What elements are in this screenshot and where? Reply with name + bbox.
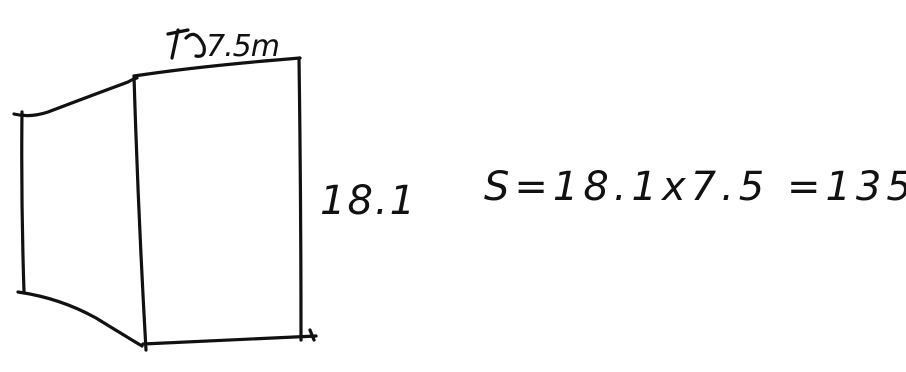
box-side-face [12, 76, 144, 348]
box-front-face [132, 56, 318, 352]
front-face-bottom-edge [141, 334, 318, 346]
side-face-left-edge [20, 110, 26, 294]
side-face-bottom-edge [16, 290, 144, 348]
front-face-right-edge [297, 56, 303, 342]
front-face-top-edge [132, 56, 302, 78]
height-label: 18.1 [320, 178, 417, 224]
front-face-left-edge [132, 74, 148, 352]
side-face-top-edge [12, 76, 139, 118]
corner-tick [308, 328, 316, 342]
area-formula: S=18.1x7.5 =135.75 [484, 164, 906, 210]
width-scribble [166, 28, 206, 60]
width-label: 7.5m [206, 29, 279, 64]
